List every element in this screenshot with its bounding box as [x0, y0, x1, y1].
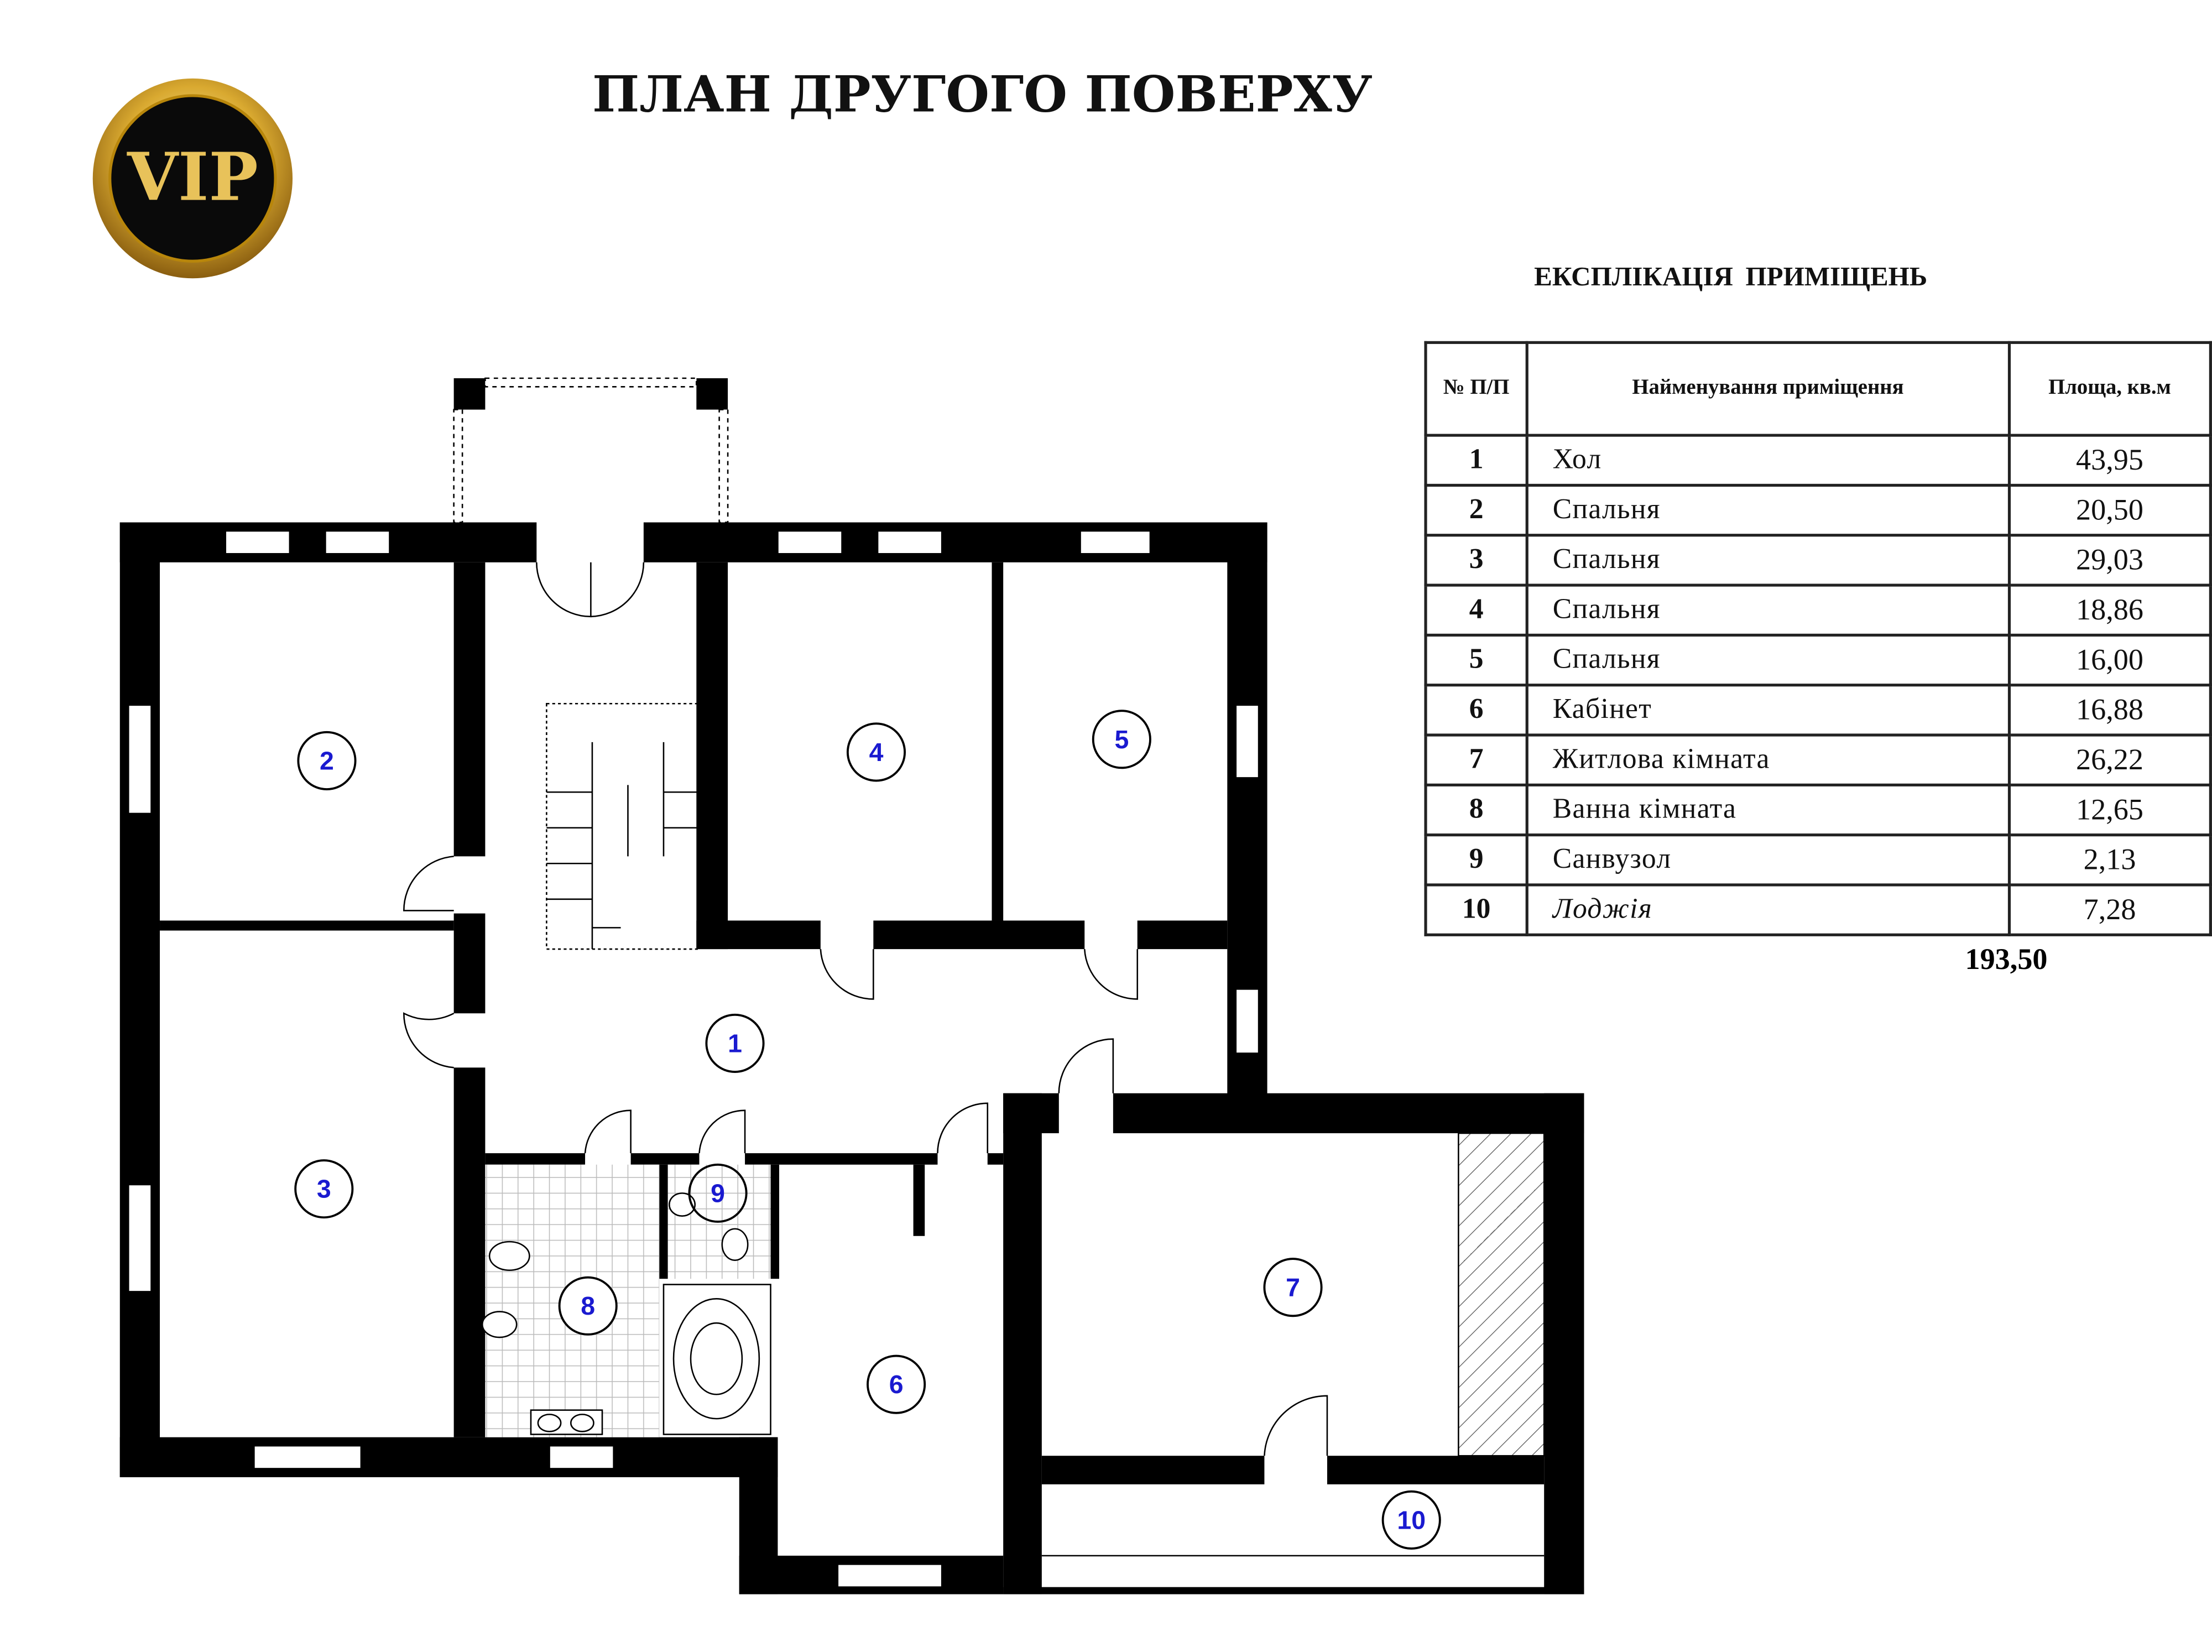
rooms-table: № П/П Найменування приміщення Площа, кв.… [1424, 341, 2212, 936]
doors [403, 562, 1328, 1456]
header-name: Найменування приміщення [1525, 341, 2011, 437]
vip-logo: VIP [92, 78, 293, 279]
total-area: 193,50 [1965, 942, 2048, 977]
room-label-1: 1 [705, 1013, 765, 1073]
table-title: ЕКСПЛІКАЦІЯ ПРИМІЩЕНЬ [1534, 262, 1928, 293]
room-label-3: 3 [294, 1159, 354, 1219]
hatched-shaft [1458, 1132, 1545, 1457]
svg-text:2: 2 [320, 746, 334, 775]
svg-text:1: 1 [728, 1029, 742, 1057]
room-labels: 1 2 3 4 5 6 7 8 9 10 [294, 710, 1441, 1550]
svg-text:7: 7 [1286, 1273, 1300, 1302]
svg-text:10: 10 [1397, 1505, 1426, 1534]
svg-text:VIP: VIP [127, 138, 258, 215]
room-label-10: 10 [1381, 1490, 1441, 1550]
header-area: Площа, кв.м [2007, 341, 2212, 437]
svg-text:5: 5 [1114, 725, 1129, 754]
room-label-5: 5 [1092, 710, 1151, 769]
windows [127, 377, 1545, 1588]
walls [119, 378, 1584, 1594]
room-label-9: 9 [688, 1163, 748, 1223]
page-title: ПЛАН ДРУГОГО ПОВЕРХУ [592, 65, 1373, 124]
svg-text:8: 8 [581, 1291, 595, 1320]
header-num: № П/П [1424, 341, 1528, 437]
svg-text:4: 4 [869, 738, 884, 767]
fixtures [481, 1192, 771, 1435]
table-header: № П/П Найменування приміщення Площа, кв.… [1424, 341, 2212, 437]
room-label-6: 6 [867, 1354, 926, 1414]
svg-text:9: 9 [711, 1179, 725, 1207]
svg-text:3: 3 [317, 1175, 331, 1203]
room-label-4: 4 [846, 722, 906, 782]
room-label-8: 8 [558, 1276, 618, 1336]
svg-text:6: 6 [889, 1370, 904, 1399]
stairs [546, 702, 700, 950]
room-label-7: 7 [1263, 1258, 1323, 1317]
room-label-2: 2 [297, 731, 357, 791]
